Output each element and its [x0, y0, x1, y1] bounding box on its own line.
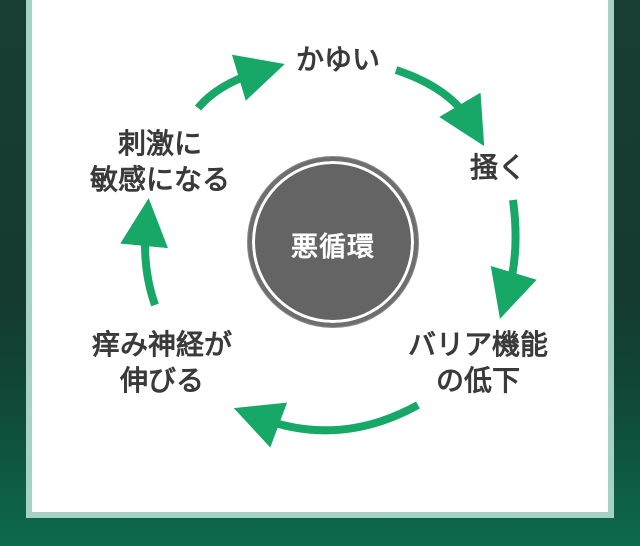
node-sensitive-line-2: 敏感になる [89, 163, 230, 196]
node-sensitive: 刺激に 敏感になる [70, 126, 250, 198]
node-nerve-line-1: 痒み神経が [91, 328, 232, 361]
arrow-barrier-to-nerve [233, 401, 420, 448]
node-kaku: 掻く [448, 150, 548, 186]
arrow-kaku-to-barrier [490, 199, 537, 319]
arrow-kayui-to-kaku [394, 66, 485, 147]
arrow-nerve-to-sensitive [120, 198, 169, 307]
node-barrier-decline: バリア機能 の低下 [388, 327, 568, 399]
node-kaku-line-1: 掻く [469, 151, 526, 184]
arrow-sensitive-to-kayui [194, 54, 285, 111]
node-kayui: かゆい [278, 42, 398, 78]
node-barrier-line-2: の低下 [435, 364, 520, 397]
center-circle [248, 157, 418, 327]
node-nerve-extend: 痒み神経が 伸びる [72, 327, 252, 399]
node-nerve-line-2: 伸びる [119, 364, 204, 397]
node-kayui-line-1: かゆい [295, 43, 380, 76]
center-label: 悪循環 [291, 232, 375, 263]
node-sensitive-line-1: 刺激に [117, 127, 202, 160]
node-barrier-line-1: バリア機能 [407, 328, 548, 361]
